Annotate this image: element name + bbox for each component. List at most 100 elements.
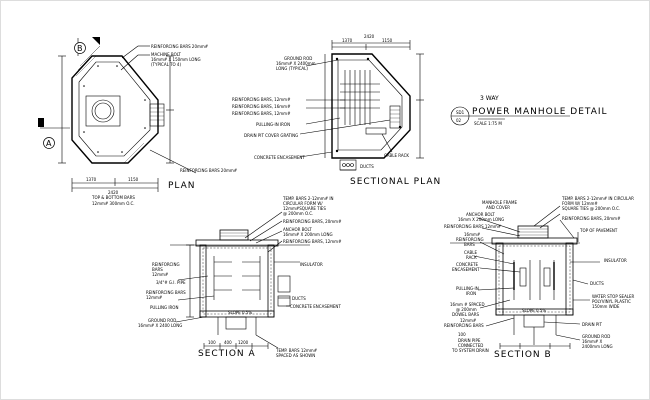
sa-rb20: REINFORCING BARS, 20mm# [283,219,342,224]
sa-temp-bot-2: SPACED AS SHOWN [276,353,315,358]
sp-ground-3: LONG (TYPICAL) [276,66,308,71]
sb-rb-b-1: 12mm# [460,318,477,323]
sb-rb12: REINFORCING BARS 12mm# [444,224,502,229]
sb-ducts: DUCTS [590,281,604,286]
marker-b-label: B [77,44,83,53]
sb-slope: SLOPE 0.5% [522,308,546,313]
sa-pulling: PULLING IRON [150,305,178,310]
sa-ground-2: 16mm# X 2400 LONG [138,323,182,328]
sa-temp-2: CIRCULAR FORM W/ [283,201,323,206]
sp-drain: DRAIN PIT COVER GRATING [244,133,298,138]
sb-water-3: 150mm WIDE [592,304,620,309]
sb-insulator: INSULATOR [604,258,627,263]
sb-drain-1: DRAIN PIPE [458,338,481,343]
sp-dim-2420: 2420 [364,34,375,39]
sb-rb-l-1: 16mm# [464,232,481,237]
sb-anchor-2: 16mm X 200mm LONG [458,217,504,222]
sa-slope: SLOPE 0.5% [228,310,252,315]
sa-temp-4: @ 200mm O.C. [283,211,313,216]
sb-water-2: POLYVINYL PLASTIC [592,299,631,304]
sb-pavement: TOP OF PAVEMENT [579,228,618,233]
sb-ground-2: 16mm# X [582,339,603,344]
sa-encase: CONCRETE ENCASEMENT [290,304,341,309]
sa-rb-left2-2: 12mm# [146,295,163,300]
section-marker-a [43,137,55,149]
sp-ducts: DUCTS [360,164,374,169]
sa-dim-100: 100 [208,340,216,345]
sb-temp-2: FORM W/ 12mm# [562,201,598,206]
sb-temp-3: SQUARE TIES @ 200mm O.C. [562,206,620,211]
sa-temp-1: TEMP. BARS 2-12mm# IN [282,196,334,201]
sa-insulator: INSULATOR [300,262,323,267]
sp-dim-1370: 1370 [342,38,353,43]
sa-rb-left-3: 12mm# [152,272,169,277]
plan-note-tb-1: TOP & BOTTOM BARS [91,195,135,200]
plan-note-bolt-1: MACHINE BOLT [151,52,181,57]
plan-dim-1370: 1370 [86,177,97,182]
title-ref-bot: 02 [456,118,462,123]
sb-dim-100: 100 [458,332,466,337]
sa-temp-bot-1: TEMP. BARS 12mm# [275,348,318,353]
plan-note-bolt-2: 16mm# X 150mm LONG [151,57,201,62]
section-a-view [170,211,310,349]
sb-ground-1: GROUND ROD [582,334,610,339]
section-a-title: SECTION A [198,349,256,359]
sa-ducts: DUCTS [292,296,306,301]
sb-conc-1: CONCRETE [456,262,478,267]
sb-rb-b-2: REINFORCING BARS [444,323,484,328]
sb-frame-1: MANHOLE FRAME [482,200,517,205]
sa-temp-3: 12mm#SQUARE TIES [283,206,326,211]
sectional-plan-title: SECTIONAL PLAN [350,177,441,187]
plan-note-rb-top: REINFORCING BARS 20mm# [151,44,209,49]
sa-anchor-2: 16mm# X 200mm LONG [283,232,333,237]
sectional-plan-view [299,40,424,171]
sp-pulling: PULLING-IN IRON [256,122,290,127]
sa-pipe: 3/4"# G.I. PIPE [156,280,186,285]
section-b-view [450,205,600,349]
plan-note-tb-2: 12mm# 300mm O.C. [92,201,135,206]
sa-anchor-1: ANCHOR BOLT [283,227,312,232]
sp-cable-rack: CABLE RACK [384,153,409,158]
sb-pulling-1: PULLING-IN [456,286,479,291]
sb-spaced-1: 16mm # SPACED [450,302,485,307]
title-scale: SCALE 1:75 M [474,121,502,126]
title-ref-top: SD1 [456,110,465,115]
sb-drain-3: TO SYSTEM DRAIN [451,348,489,353]
sp-rb2: REINFORCING BARS, 16mm# [232,104,291,109]
sp-dim-1150: 1150 [382,38,393,43]
plan-dim-2420: 2420 [108,190,119,195]
sa-rb-left-2: BARS [152,267,163,272]
section-marker-b [74,42,86,54]
sb-drain-pit: DRAIN PIT [582,322,602,327]
sb-anchor-1: ANCHOR BOLT [466,212,495,217]
sb-rb-l-3: BARS [464,242,475,247]
plan-note-rb-side: REINFORCING BARS 20mm# [180,168,238,173]
title-line2: POWER MANHOLE DETAIL [472,107,608,117]
section-b-title: SECTION B [494,350,552,360]
sb-water-1: WATER STOP SEALER [592,294,635,299]
sb-pulling-2: IRON [466,291,476,296]
sa-rb-left-1: REINFORCING [152,262,180,267]
sa-ground-1: GROUND ROD [148,318,176,323]
sp-rb3: REINFORCING BARS, 12mm# [232,111,291,116]
plan-view-title: PLAN [168,181,196,191]
title-block [450,106,570,126]
sa-rb12: REINFORCING BARS, 12mm# [283,239,342,244]
plan-dim-1150: 1150 [128,177,139,182]
sa-dim-400: 400 [224,340,232,345]
title-line1: 3 WAY [480,95,499,102]
sa-rb-left2-1: REINFORCING BARS [146,290,186,295]
plan-note-bolt-3: (TYPICAL TO 4) [151,62,181,67]
sp-ground-2: 16mm# X 2400mm [276,61,316,66]
sb-conc-2: ENCASEMENT [452,267,480,272]
sp-rb1: REINFORCING BARS, 12mm# [232,97,291,102]
sb-frame-2: AND COVER [486,205,510,210]
sp-ground-1: GROUND ROD [284,56,312,61]
sb-spaced-2: @ 200mm [456,307,477,312]
sb-rb20: REINFORCING BARS, 20mm# [562,216,621,221]
sa-dim-1200: 1200 [238,340,249,345]
sb-drain-2: CONNECTED [458,343,483,348]
plan-view [38,37,197,192]
sb-ground-3: 2400mm LONG [582,344,613,349]
